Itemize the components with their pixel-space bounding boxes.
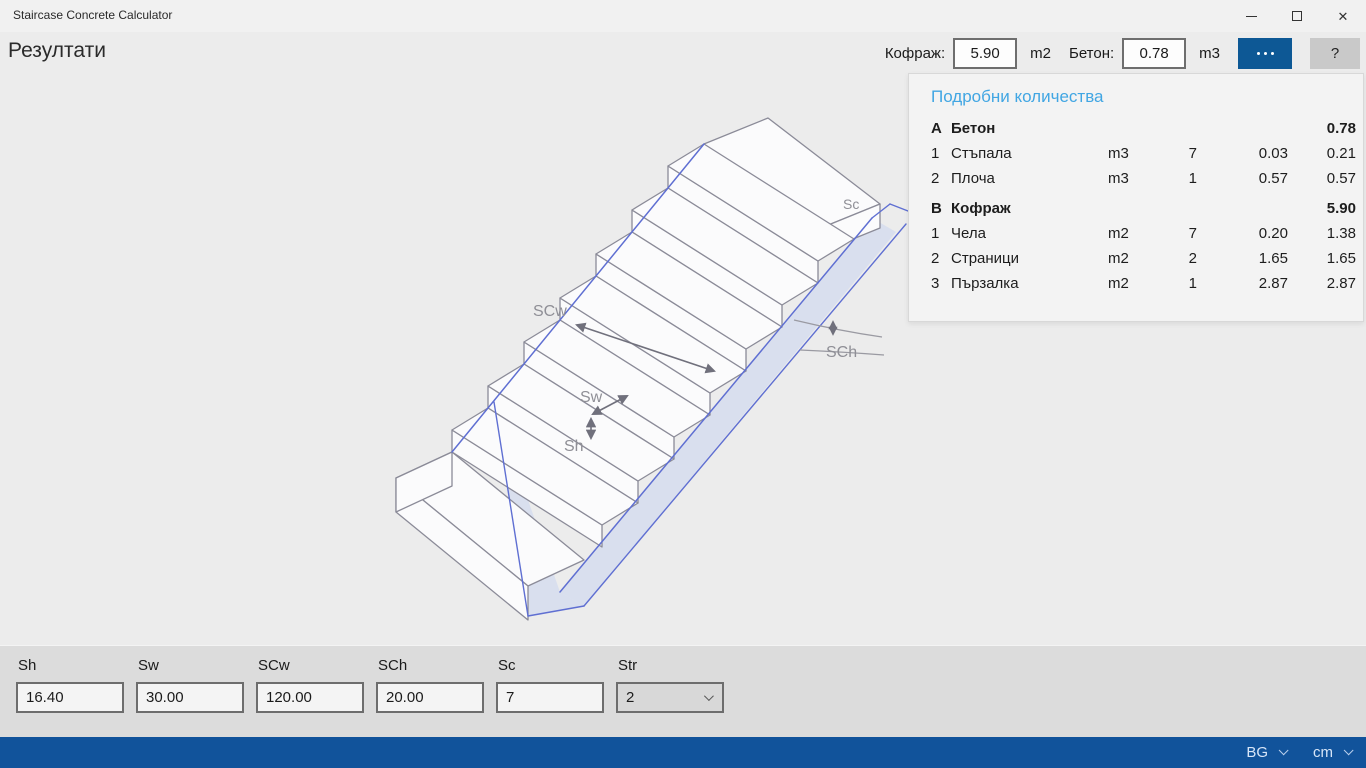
close-button[interactable]: ✕: [1320, 0, 1366, 32]
row-index: 1: [931, 225, 940, 242]
row-count: 7: [1188, 145, 1197, 162]
sh-input[interactable]: [16, 682, 124, 713]
chevron-down-icon: [1343, 745, 1354, 756]
row-name: Бетон: [951, 120, 996, 137]
unit-value: cm: [1313, 744, 1333, 761]
row-index: A: [931, 120, 942, 137]
sh-label: Sh: [18, 657, 37, 674]
row-unit-value: 0.20: [1258, 225, 1288, 242]
concrete-total-field[interactable]: [1122, 37, 1187, 69]
label-scw: SCw: [533, 303, 567, 320]
row-total: 2.87: [1326, 275, 1356, 292]
dimension-annotations: SCw Sw Sh SCh Sc: [533, 196, 885, 455]
str-select-value: 2: [626, 689, 635, 706]
ellipsis-icon: [1256, 51, 1260, 55]
page-title: Резултати: [8, 39, 106, 62]
maximize-icon: [1292, 11, 1302, 21]
row-unit: m3: [1108, 170, 1129, 187]
formwork-unit: m2: [1030, 44, 1051, 62]
row-unit-value: 0.03: [1258, 145, 1288, 162]
label-sch: SCh: [826, 344, 857, 361]
language-value: BG: [1246, 744, 1268, 761]
sch-leader-bottom: [799, 349, 885, 356]
row-total: 1.65: [1326, 250, 1356, 267]
row-index: 3: [931, 275, 940, 292]
help-button[interactable]: ?: [1310, 37, 1360, 69]
sch-leader-top: [793, 319, 883, 338]
label-sw: Sw: [580, 389, 603, 406]
quantity-row: 3 Пързалка m2 1 2.87 2.87: [909, 271, 1363, 296]
sch-input[interactable]: [376, 682, 484, 713]
quantity-row: 1 Стъпала m3 7 0.03 0.21: [909, 141, 1363, 166]
concrete-label: Бетон:: [1068, 44, 1115, 62]
row-total: 0.78: [1326, 120, 1356, 137]
row-unit: m2: [1108, 225, 1129, 242]
row-total: 0.21: [1326, 145, 1356, 162]
statusbar: BG cm: [0, 737, 1366, 768]
row-index: B: [931, 200, 942, 217]
row-name: Чела: [951, 225, 986, 242]
row-index: 2: [931, 250, 940, 267]
row-count: 1: [1188, 170, 1197, 187]
row-total: 1.38: [1326, 225, 1356, 242]
minimize-button[interactable]: [1228, 0, 1274, 32]
quantities-table: A Бетон 0.78 1 Стъпала m3 7 0.03 0.21 2 …: [909, 116, 1363, 296]
row-name: Страници: [951, 250, 1020, 267]
details-button[interactable]: [1238, 37, 1292, 69]
titlebar: Staircase Concrete Calculator ✕: [0, 0, 1366, 32]
row-unit: m2: [1108, 275, 1129, 292]
row-name: Плоча: [951, 170, 995, 187]
row-count: 2: [1188, 250, 1197, 267]
close-icon: ✕: [1337, 8, 1349, 24]
row-unit-value: 1.65: [1258, 250, 1288, 267]
quantity-row: A Бетон 0.78: [909, 116, 1363, 141]
formwork-label: Кофраж:: [884, 44, 946, 62]
row-unit: m3: [1108, 145, 1129, 162]
row-unit: m2: [1108, 250, 1129, 267]
row-count: 7: [1188, 225, 1197, 242]
chevron-down-icon: [703, 691, 714, 702]
str-label: Str: [618, 657, 638, 674]
sch-label: SCh: [378, 657, 408, 674]
sw-label: Sw: [138, 657, 159, 674]
quantity-row: B Кофраж 5.90: [909, 196, 1363, 221]
row-index: 2: [931, 170, 940, 187]
scw-input[interactable]: [256, 682, 364, 713]
chevron-down-icon: [1278, 745, 1289, 756]
header-controls: Кофраж: m2 Бетон: m3 ?: [885, 37, 1360, 69]
window-title: Staircase Concrete Calculator: [13, 8, 173, 22]
label-sc: Sc: [843, 196, 859, 212]
sc-input[interactable]: [496, 682, 604, 713]
quantity-row: 1 Чела m2 7 0.20 1.38: [909, 221, 1363, 246]
row-unit-value: 2.87: [1258, 275, 1288, 292]
sc-label: Sc: [498, 657, 516, 674]
row-count: 1: [1188, 275, 1197, 292]
staircase-geometry: [395, 117, 909, 621]
details-panel: Подробни количества A Бетон 0.78 1 Стъпа…: [908, 73, 1364, 322]
language-select[interactable]: BG: [1246, 744, 1289, 761]
label-sh: Sh: [564, 438, 584, 455]
sw-input[interactable]: [136, 682, 244, 713]
sw-arrow: [591, 395, 629, 415]
maximize-button[interactable]: [1274, 0, 1320, 32]
parameters-bar: Sh Sw SCw SCh Sc Str 2: [0, 645, 1366, 737]
row-unit-value: 0.57: [1258, 170, 1288, 187]
row-total: 0.57: [1326, 170, 1356, 187]
row-index: 1: [931, 145, 940, 162]
details-panel-title: Подробни количества: [931, 87, 1104, 106]
minimize-icon: [1245, 15, 1257, 17]
formwork-total-field[interactable]: [953, 37, 1018, 69]
str-select[interactable]: 2: [616, 682, 724, 713]
quantity-row: 2 Страници m2 2 1.65 1.65: [909, 246, 1363, 271]
row-name: Кофраж: [951, 200, 1011, 217]
scw-label: SCw: [258, 657, 290, 674]
concrete-unit: m3: [1199, 44, 1220, 62]
row-total: 5.90: [1326, 200, 1356, 217]
row-name: Пързалка: [951, 275, 1019, 292]
scw-arrow: [575, 322, 716, 374]
quantity-row: 2 Плоча m3 1 0.57 0.57: [909, 166, 1363, 191]
row-name: Стъпала: [951, 145, 1012, 162]
unit-select[interactable]: cm: [1313, 744, 1354, 761]
